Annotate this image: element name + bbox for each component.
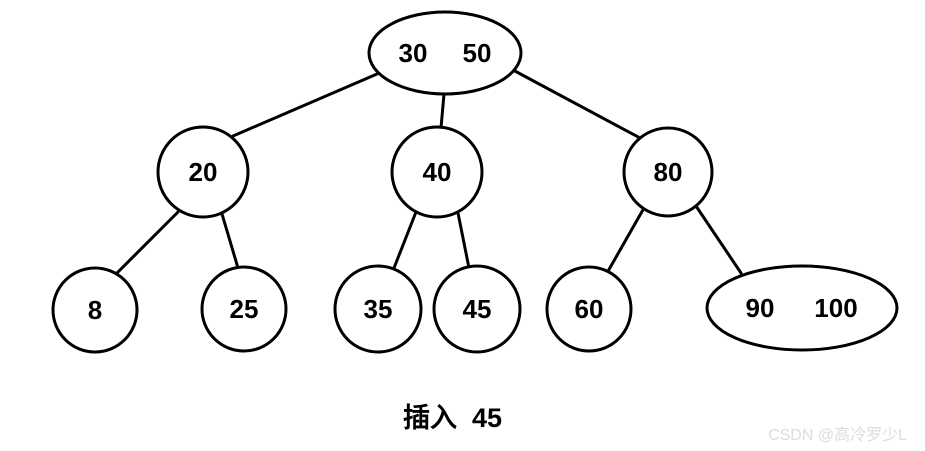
edge-80-60 [605, 206, 646, 275]
node-key-45: 45 [463, 294, 492, 324]
node-key-100: 100 [814, 293, 857, 323]
node-key-40: 40 [423, 157, 452, 187]
node-45-shape [432, 264, 522, 354]
tree-node-45: 45 [432, 264, 522, 354]
node-key-80: 80 [654, 157, 683, 187]
tree-node-20: 20 [156, 125, 250, 219]
node-key-20: 20 [189, 157, 218, 187]
tree-node-25: 25 [200, 265, 288, 353]
node-key-30: 30 [399, 38, 428, 68]
tree-node-8: 8 [51, 266, 139, 354]
node-25-shape [200, 265, 288, 353]
edge-20-25 [220, 212, 240, 270]
edge-20-8 [115, 210, 180, 275]
node-root-shape [367, 10, 523, 96]
node-80-shape [622, 126, 714, 218]
tree-node-60: 60 [545, 265, 633, 353]
node-40-shape [390, 125, 484, 219]
edge-root-40 [439, 92, 446, 130]
node-key-25: 25 [230, 294, 259, 324]
node-key-60: 60 [575, 294, 604, 324]
edge-root-80 [511, 68, 642, 140]
node-20-shape [156, 125, 250, 219]
edge-root-20 [231, 72, 379, 138]
tree-node-35: 35 [333, 264, 423, 354]
edge-40-35 [392, 210, 418, 270]
node-35-shape [333, 264, 423, 354]
tree-node-root: 30 50 [367, 10, 523, 96]
node-key-50: 50 [463, 38, 492, 68]
node-60-shape [545, 265, 633, 353]
edge-80-90-100 [694, 204, 743, 275]
node-key-90: 90 [746, 293, 775, 323]
tree-node-80: 80 [622, 126, 714, 218]
edge-40-45 [456, 211, 471, 270]
tree-node-40: 40 [390, 125, 484, 219]
caption: 插入 45 [402, 403, 503, 433]
node-key-35: 35 [364, 294, 393, 324]
tree-node-90-100: 90 100 [705, 264, 899, 352]
watermark: CSDN @高冷罗少L [768, 427, 907, 444]
node-key-8: 8 [88, 295, 102, 325]
node-90-100-shape [705, 264, 899, 352]
node-8-shape [51, 266, 139, 354]
tree-edges [115, 68, 743, 275]
